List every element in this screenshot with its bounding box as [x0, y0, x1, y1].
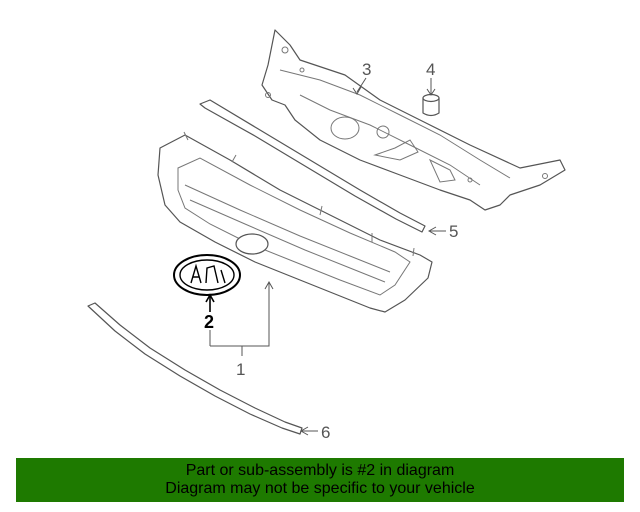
info-banner: Part or sub-assembly is #2 in diagram Di…	[16, 458, 624, 502]
callout-3: 3	[362, 60, 371, 79]
callout-5: 5	[449, 222, 458, 241]
banner-line-2: Diagram may not be specific to your vehi…	[165, 480, 475, 497]
part-2-emblem	[173, 254, 241, 296]
callout-1: 1	[236, 360, 245, 379]
part-1-grille	[157, 131, 433, 313]
parts-diagram: 3 4 5 6 1 2	[87, 29, 566, 442]
leader-lines	[205, 77, 446, 436]
callout-6: 6	[321, 423, 330, 442]
part-5-upper-molding	[199, 99, 426, 233]
part-4-clip	[422, 93, 440, 117]
part-6-lower-molding	[87, 302, 303, 435]
banner-line-1: Part or sub-assembly is #2 in diagram	[185, 462, 455, 479]
callout-2: 2	[204, 312, 214, 332]
part-3-upper-support	[261, 29, 566, 211]
callout-4: 4	[426, 60, 435, 79]
